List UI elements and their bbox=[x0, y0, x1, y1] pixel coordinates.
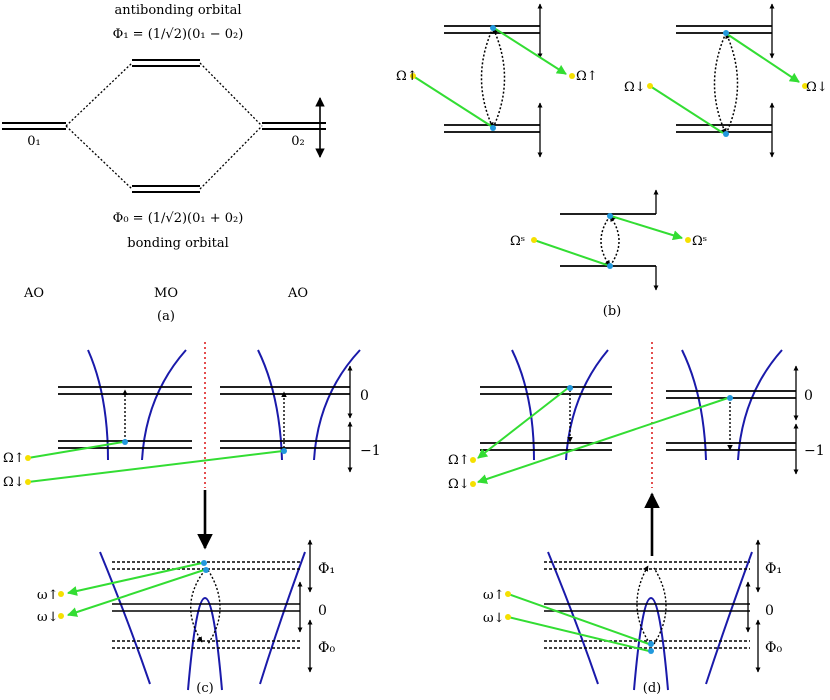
bonding-title: bonding orbital bbox=[127, 236, 228, 251]
potential-curves-d-bottom bbox=[547, 551, 753, 691]
potential-curves-d-top bbox=[511, 349, 783, 461]
omega-s-out: Ωˢ bbox=[692, 234, 707, 249]
caption-d: (d) bbox=[643, 681, 661, 696]
antibonding-formula: Φ₁ = (1/√2)(0₁ − 0₂) bbox=[113, 27, 244, 42]
d-w-down: ω↓ bbox=[483, 611, 505, 626]
d-phi1: Φ₁ bbox=[765, 561, 782, 577]
c-w-up: ω↑ bbox=[37, 588, 59, 603]
d-w-up: ω↑ bbox=[483, 588, 505, 603]
correlation-lines bbox=[65, 62, 263, 190]
left-level-label: 0₁ bbox=[27, 134, 40, 149]
c-phi1: Φ₁ bbox=[318, 561, 335, 577]
c-zero: 0 bbox=[318, 603, 327, 619]
levels-d-bottom bbox=[544, 561, 750, 649]
potential-curves-c-bottom bbox=[99, 551, 306, 691]
c-level-minus1: −1 bbox=[360, 443, 381, 459]
panel-b: Ω↑ Ω↑ Ω↓ Ω↓ bbox=[396, 3, 828, 319]
c-level-0: 0 bbox=[360, 388, 369, 404]
c-omega-up: Ω↑ bbox=[3, 451, 25, 466]
right-level-label: 0₂ bbox=[291, 134, 304, 149]
d-omega-down: Ω↓ bbox=[448, 477, 470, 492]
column-ao-right: AO bbox=[287, 286, 308, 301]
c-w-down: ω↓ bbox=[37, 610, 59, 625]
panel-b-s: Ωˢ Ωˢ bbox=[510, 189, 707, 291]
d-level-minus1: −1 bbox=[804, 443, 825, 459]
bonding-formula: Φ₀ = (1/√2)(0₁ + 0₂) bbox=[113, 211, 244, 226]
omega-down-out: Ω↓ bbox=[806, 80, 828, 95]
antibonding-title: antibonding orbital bbox=[115, 3, 242, 18]
column-mo: MO bbox=[154, 286, 178, 301]
panel-a: antibonding orbital Φ₁ = (1/√2)(0₁ − 0₂)… bbox=[2, 3, 326, 324]
c-phi0: Φ₀ bbox=[318, 640, 335, 656]
c-omega-down: Ω↓ bbox=[3, 475, 25, 490]
omega-up-in: Ω↑ bbox=[396, 69, 418, 84]
column-ao-left: AO bbox=[23, 286, 44, 301]
panel-b-up: Ω↑ Ω↑ bbox=[396, 3, 598, 158]
omega-down-in: Ω↓ bbox=[624, 80, 646, 95]
d-omega-up: Ω↑ bbox=[448, 453, 470, 468]
caption-a: (a) bbox=[157, 309, 175, 324]
levels-c-bottom bbox=[112, 561, 300, 649]
caption-b: (b) bbox=[603, 304, 621, 319]
potential-curves-c-top bbox=[87, 349, 361, 461]
d-level-0: 0 bbox=[804, 388, 813, 404]
d-zero: 0 bbox=[765, 603, 774, 619]
caption-c: (c) bbox=[196, 681, 213, 696]
levels-d-top bbox=[480, 386, 796, 451]
panel-d: 0 −1 Ω↑ Ω↓ bbox=[448, 342, 825, 696]
omega-up-out: Ω↑ bbox=[576, 69, 598, 84]
panel-b-down: Ω↓ Ω↓ bbox=[624, 3, 828, 158]
panel-c: 0 −1 Ω↑ Ω↓ bbox=[3, 342, 381, 696]
omega-s-in: Ωˢ bbox=[510, 234, 525, 249]
d-phi0: Φ₀ bbox=[765, 640, 782, 656]
